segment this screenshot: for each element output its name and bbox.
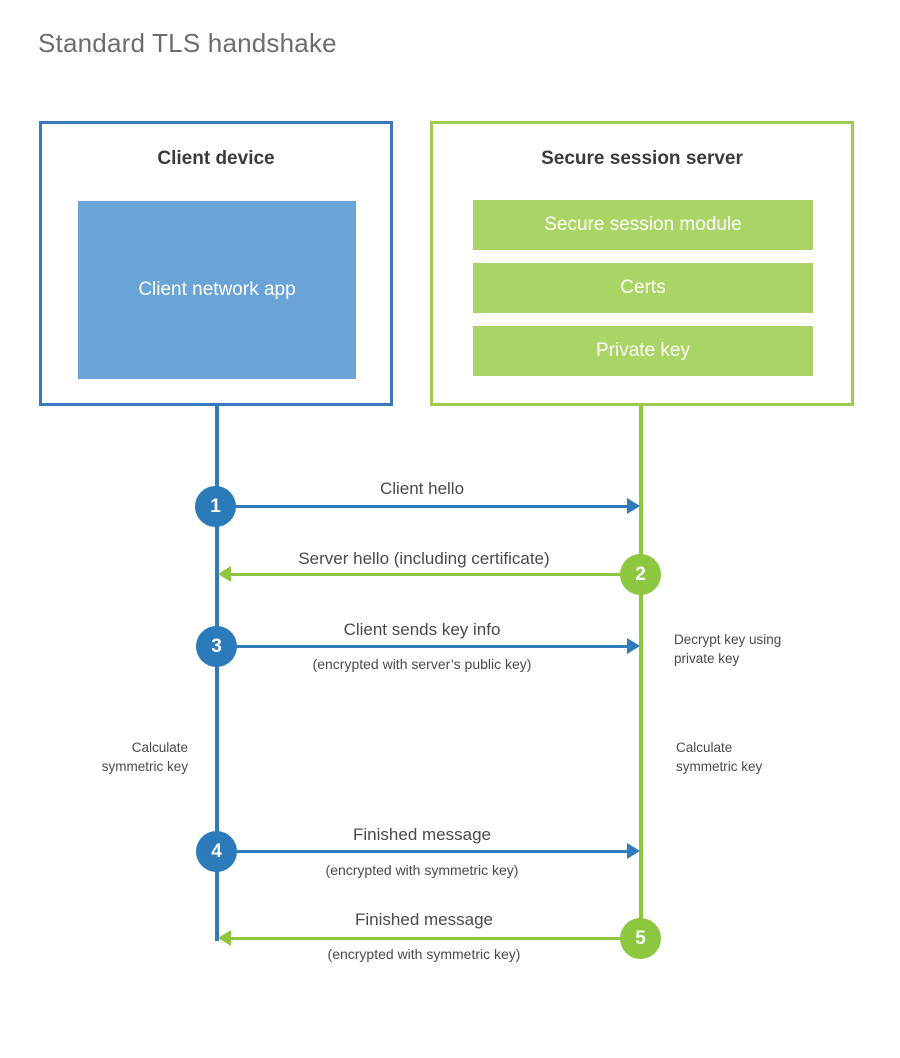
client-network-app-block: Client network app [78,201,356,379]
server-component-secure-session-module: Secure session module [473,200,813,250]
step-4-sublabel: (encrypted with symmetric key) [325,862,519,878]
step-marker-4: 4 [196,831,237,872]
step-4-arrow-head [627,843,640,859]
note-decrypt-key: Decrypt key using private key [674,632,782,666]
step-marker-2: 2 [620,554,661,595]
step-marker-1: 1 [195,486,236,527]
step-2-arrow-line [231,573,631,576]
step-marker-5: 5 [620,918,661,959]
step-5-arrow-line [231,937,631,940]
step-2-arrow-head [218,566,231,582]
note-server-calculate-symmetric-key: Calculate symmetric key [676,740,763,774]
step-3-sublabel: (encrypted with server’s public key) [312,656,532,672]
server-component-private-key: Private key [473,326,813,376]
step-1-arrow-head [627,498,640,514]
step-5-sublabel: (encrypted with symmetric key) [327,946,521,962]
page-title: Standard TLS handshake [38,28,337,58]
step-1-label: Client hello [379,479,465,498]
step-marker-3: 3 [196,626,237,667]
server-heading: Secure session server [541,148,743,169]
note-client-calculate-symmetric-key: Calculate symmetric key [101,740,188,774]
client-lifeline [215,405,219,941]
server-lifeline [639,405,643,941]
step-5-arrow-head [218,930,231,946]
step-5-label: Finished message [355,910,493,929]
step-3-arrow-head [627,638,640,654]
step-3-label: Client sends key info [343,620,501,639]
step-2-label: Server hello (including certificate) [298,549,550,568]
client-device-box: Client device Client network app [39,121,393,406]
step-3-arrow-line [217,645,627,648]
client-device-heading: Client device [157,148,275,169]
server-component-certs: Certs [473,263,813,313]
server-components-list: Secure session module Certs Private key [473,200,813,376]
step-4-label: Finished message [353,825,491,844]
step-1-arrow-line [217,505,627,508]
secure-session-server-box: Secure session server Secure session mod… [430,121,854,406]
step-4-arrow-line [217,850,627,853]
